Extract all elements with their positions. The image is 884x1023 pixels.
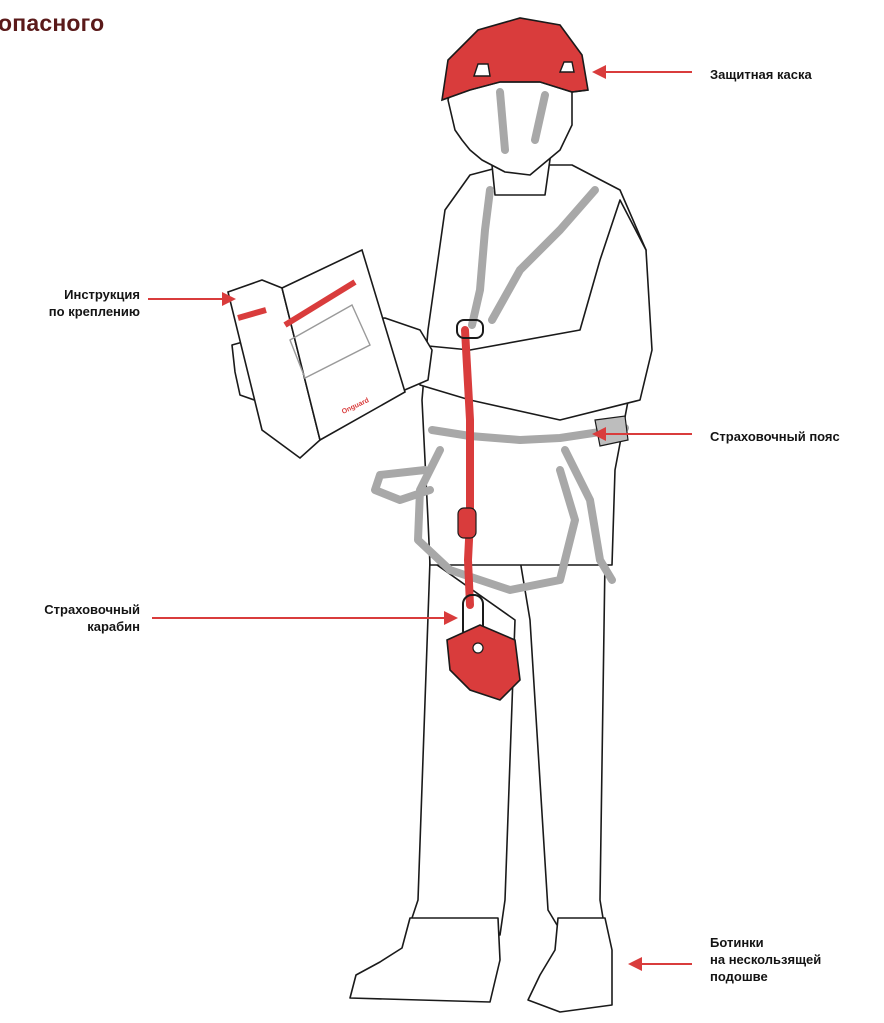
manual: Оnguard — [228, 250, 405, 458]
label-carabiner: Страховочный карабин — [20, 601, 140, 635]
boots-callout — [628, 957, 692, 971]
carabiner-callout — [152, 611, 458, 625]
right-leg — [520, 560, 605, 930]
right-boot — [528, 918, 612, 1012]
helmet-callout — [592, 65, 692, 79]
label-boots: Ботинки на нескользящей подошве — [710, 934, 821, 985]
manual-callout — [148, 292, 236, 306]
left-boot — [350, 918, 500, 1002]
helmet-chin-strap — [500, 92, 505, 150]
label-manual: Инструкция по креплению — [20, 286, 140, 320]
label-helmet: Защитная каска — [710, 66, 812, 83]
left-leg — [408, 560, 515, 935]
label-harness: Страховочный пояс — [710, 428, 840, 445]
